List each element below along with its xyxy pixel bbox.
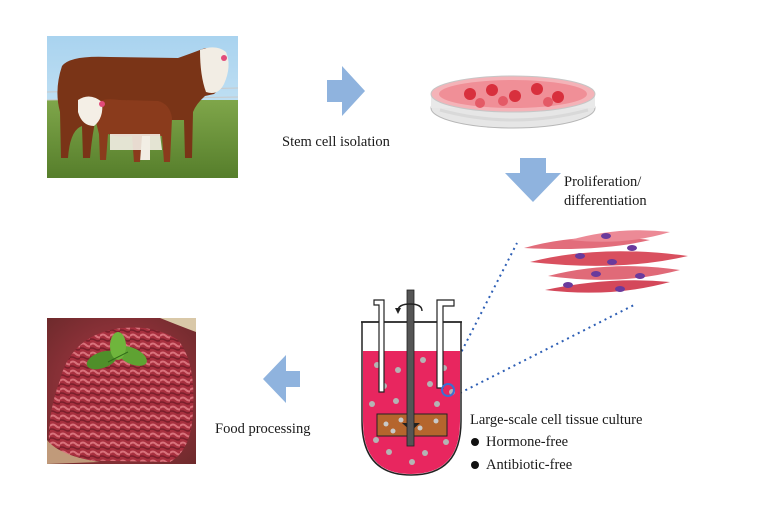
arrow-left — [263, 355, 300, 403]
bioreactor-icon — [361, 289, 462, 476]
arrow-right — [327, 66, 365, 116]
label-antibiotic-free: Antibiotic-free — [486, 457, 573, 473]
cow-calf-photo — [46, 36, 239, 178]
bullet-antibiotic-free — [471, 461, 479, 469]
label-hormone-free: Hormone-free — [486, 434, 569, 450]
label-stem-cell-isolation: Stem cell isolation — [282, 134, 390, 150]
ground-meat-photo — [47, 318, 196, 464]
bullet-hormone-free — [471, 438, 479, 446]
muscle-cells-icon — [524, 230, 688, 293]
label-proliferation: Proliferation/ — [564, 174, 642, 190]
label-differentiation: differentiation — [564, 193, 647, 209]
petri-dish-icon — [430, 75, 596, 129]
label-large-scale-culture: Large-scale cell tissue culture — [470, 412, 643, 428]
label-food-processing: Food processing — [215, 421, 311, 437]
arrow-down — [505, 158, 561, 202]
